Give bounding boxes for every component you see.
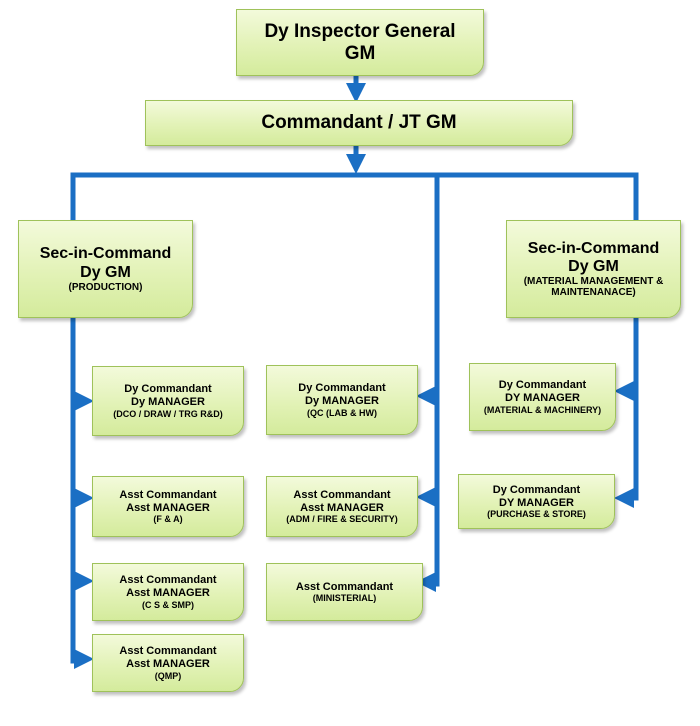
top-line1: Dy Inspector General: [264, 20, 456, 42]
left-item-3-line1: Asst Commandant: [119, 574, 217, 587]
commandant-box: Commandant / JT GM: [145, 100, 573, 146]
right-item-2-line2: DY MANAGER: [499, 496, 574, 509]
left-item-1-sub: (DCO / DRAW / TRG R&D): [113, 408, 223, 419]
left-item-f-and-a: Asst Commandant Asst MANAGER (F & A): [92, 476, 244, 537]
left-head-line1: Sec-in-Command: [39, 245, 172, 263]
right-item-1-line1: Dy Commandant: [498, 379, 587, 392]
center-item-1-line1: Dy Commandant: [298, 382, 386, 395]
right-item-2-sub: (PURCHASE & STORE): [487, 509, 586, 520]
left-head-line2: Dy GM: [80, 263, 131, 281]
commandant-label: Commandant / JT GM: [261, 112, 457, 134]
center-item-1-line2: Dy MANAGER: [305, 395, 379, 407]
left-item-3-line2: Asst MANAGER: [126, 587, 210, 599]
left-item-dco-draw-trg: Dy Commandant Dy MANAGER (DCO / DRAW / T…: [92, 366, 244, 436]
left-item-2-sub: (F & A): [153, 514, 183, 525]
right-item-2-line1: Dy Commandant: [492, 483, 581, 496]
left-item-1-line1: Dy Commandant: [124, 383, 212, 396]
right-head-line1: Sec-in-Command: [527, 239, 660, 257]
center-item-3-sub: (MINISTERIAL): [312, 593, 377, 604]
center-item-3-line1: Asst Commandant: [295, 580, 394, 593]
right-item-1-sub: (MATERIAL & MACHINERY): [483, 404, 602, 415]
right-item-1-line2: DY MANAGER: [505, 392, 580, 404]
left-item-qmp: Asst Commandant Asst MANAGER (QMP): [92, 634, 244, 692]
right-item-material-machinery: Dy Commandant DY MANAGER (MATERIAL & MAC…: [469, 363, 616, 431]
center-item-qc: Dy Commandant Dy MANAGER (QC (LAB & HW): [266, 365, 418, 435]
left-item-4-line1: Asst Commandant: [119, 645, 217, 658]
left-item-1-line2: Dy MANAGER: [131, 396, 205, 408]
right-head-line2: Dy GM: [568, 258, 619, 275]
top-line2: GM: [344, 42, 376, 64]
dy-inspector-general-box: Dy Inspector General GM: [236, 9, 484, 76]
center-item-2-line1: Asst Commandant: [293, 488, 391, 501]
center-item-ministerial: Asst Commandant (MINISTERIAL): [266, 563, 423, 621]
left-item-2-line1: Asst Commandant: [119, 488, 217, 501]
center-item-2-sub: (ADM / FIRE & SECURITY): [286, 514, 398, 525]
left-item-4-line2: Asst MANAGER: [126, 658, 210, 670]
left-item-4-sub: (QMP): [154, 670, 182, 681]
center-item-2-line2: Asst MANAGER: [300, 501, 384, 514]
left-item-2-line2: Asst MANAGER: [126, 501, 210, 514]
center-item-adm-fire-security: Asst Commandant Asst MANAGER (ADM / FIRE…: [266, 476, 418, 537]
left-head-sub: (PRODUCTION): [68, 281, 143, 293]
sec-in-command-material-box: Sec-in-Command Dy GM (MATERIAL MANAGEMEN…: [506, 220, 681, 318]
left-item-cs-smp: Asst Commandant Asst MANAGER (C S & SMP): [92, 563, 244, 621]
sec-in-command-production-box: Sec-in-Command Dy GM (PRODUCTION): [18, 220, 193, 318]
center-item-1-sub: (QC (LAB & HW): [307, 407, 377, 418]
left-item-3-sub: (C S & SMP): [141, 599, 194, 610]
right-head-sub1: (MATERIAL MANAGEMENT &: [523, 276, 664, 288]
right-item-purchase-store: Dy Commandant DY MANAGER (PURCHASE & STO…: [458, 474, 615, 529]
right-head-sub2: MAINTENANACE): [551, 287, 636, 299]
